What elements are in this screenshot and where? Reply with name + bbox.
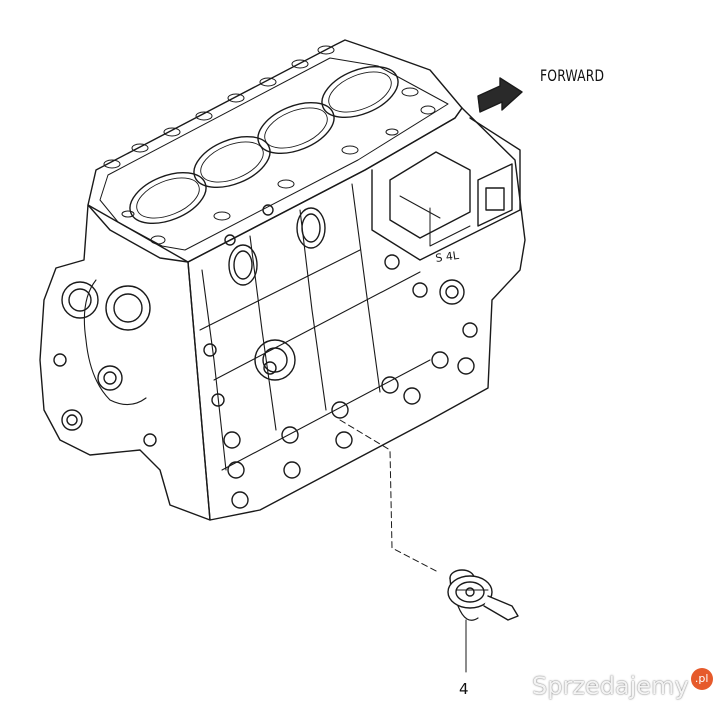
head-gasket-outline xyxy=(99,57,449,251)
coolant-holes xyxy=(103,45,436,245)
block-stamp: S 4L xyxy=(435,249,461,265)
watermark-text: Sprzedajemy xyxy=(532,672,689,700)
watermark-badge: .pl xyxy=(690,668,713,690)
cylinder-bores xyxy=(129,65,399,225)
block-side-face xyxy=(187,107,526,521)
side-ribs xyxy=(199,183,431,471)
watermark: Sprzedajemy .pl xyxy=(532,668,713,700)
rear-housing xyxy=(371,117,521,261)
part-number-label: 4 xyxy=(459,680,469,698)
front-bosses xyxy=(53,281,157,447)
forward-arrow-icon xyxy=(477,77,523,113)
oil-pressure-switch xyxy=(447,569,519,621)
side-bosses xyxy=(203,204,478,509)
block-front-face xyxy=(39,204,211,521)
part-leader-line xyxy=(339,419,439,573)
forward-label: FORWARD xyxy=(540,66,605,85)
